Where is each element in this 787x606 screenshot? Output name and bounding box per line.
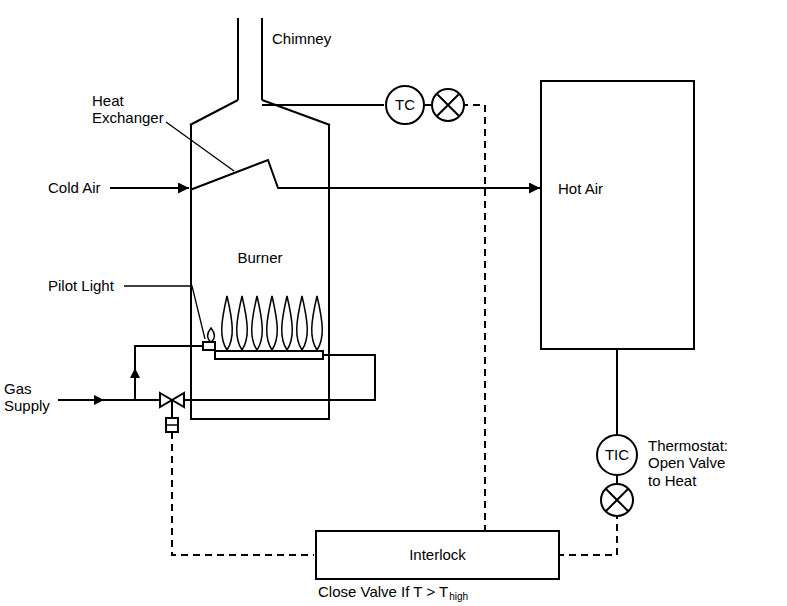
sensor-line <box>262 104 384 106</box>
pilot-flame <box>208 328 215 342</box>
pilot-nozzle <box>203 342 215 350</box>
part-label: Chimney <box>272 30 331 47</box>
burner-flame <box>312 296 323 350</box>
flow-label: Cold Air <box>48 179 101 196</box>
flow-arrow <box>94 395 104 405</box>
part-label: Pilot Light <box>48 277 114 294</box>
cold-air-arrow <box>110 187 189 189</box>
valve-actuator <box>166 418 178 432</box>
signal-lamp <box>606 489 628 511</box>
part-label: Heat Exchanger <box>92 92 172 127</box>
chimney-wall <box>261 18 263 100</box>
control-signal-line <box>172 432 314 555</box>
node-text: Burner <box>237 249 282 266</box>
gas-line <box>184 355 375 400</box>
node-text: Hot Air <box>558 180 603 197</box>
leader-line <box>166 122 234 171</box>
interlock-box: Interlock <box>315 530 560 580</box>
flow-label: Gas Supply <box>4 380 56 415</box>
burner-flame <box>222 296 233 350</box>
signal-lamp <box>432 89 464 121</box>
valve-stem <box>171 400 173 418</box>
burner-flame <box>267 296 278 350</box>
signal-lamp <box>437 94 459 116</box>
signal-lamp <box>601 484 633 516</box>
node-text: Interlock <box>409 546 466 563</box>
burner-flame <box>252 296 263 350</box>
gas-valve <box>160 393 184 407</box>
signal-line <box>425 105 485 530</box>
pilot-gas-line <box>135 346 203 400</box>
flow-line <box>616 350 618 434</box>
control-note: Close Valve If T > T <box>318 583 448 600</box>
subscript-text: high <box>449 591 468 603</box>
node-text: TIC <box>605 446 629 463</box>
chimney-wall <box>237 18 239 100</box>
gas-line <box>58 399 160 401</box>
hot-air-space: Hot Air <box>540 80 695 350</box>
housing-roof <box>190 100 238 125</box>
signal-line <box>425 104 432 106</box>
control-note: Thermostat: Open Valve to Heat <box>648 437 740 489</box>
furnace-housing: Burner <box>190 125 330 420</box>
node-text: TC <box>395 96 415 113</box>
signal-lamp <box>601 484 633 516</box>
controller-circle: TC <box>385 85 425 125</box>
leader-line <box>124 286 205 339</box>
flow-line <box>330 187 540 189</box>
valve-actuator <box>166 424 178 426</box>
flow-arrow <box>130 368 140 378</box>
burner-flame <box>297 296 308 350</box>
burner-bar <box>215 351 323 359</box>
controller-circle: TIC <box>596 434 638 476</box>
signal-lamp <box>432 89 464 121</box>
housing-roof <box>262 100 330 125</box>
burner-flame <box>237 296 248 350</box>
burner-flame <box>282 296 293 350</box>
heat-exchanger-coil <box>190 160 330 190</box>
